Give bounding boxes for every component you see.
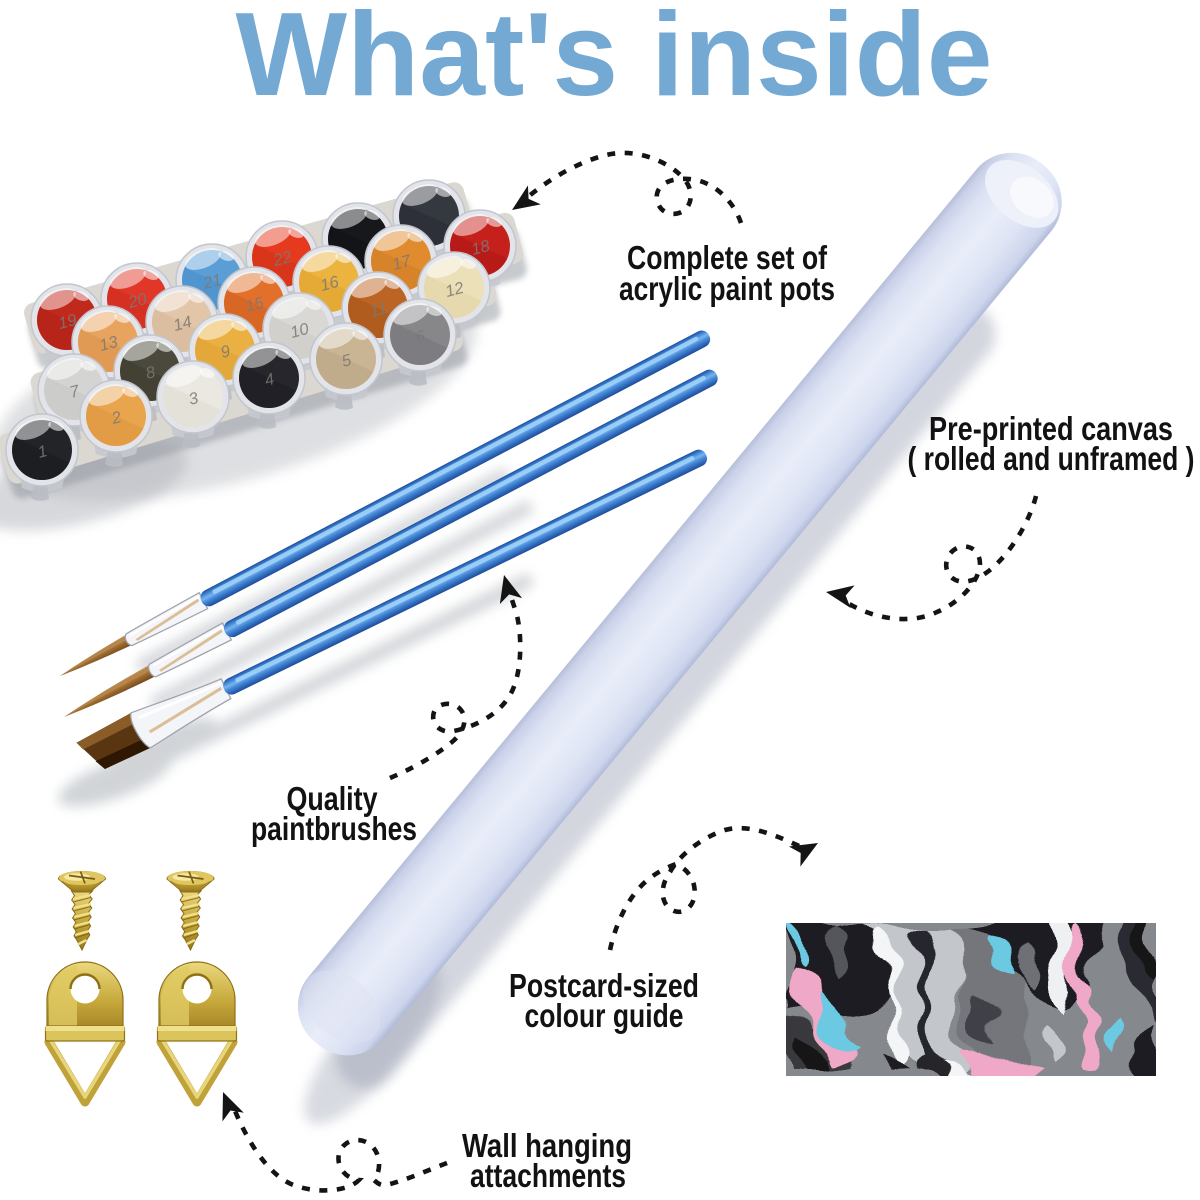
- svg-text:20: 20: [125, 290, 149, 313]
- svg-text:10: 10: [288, 320, 311, 342]
- svg-text:Pre-printed canvas: Pre-printed canvas: [929, 410, 1173, 447]
- svg-text:4: 4: [263, 370, 277, 390]
- svg-text:17: 17: [390, 252, 413, 274]
- svg-text:12: 12: [443, 279, 465, 301]
- svg-text:acrylic paint pots: acrylic paint pots: [619, 270, 835, 307]
- svg-text:1: 1: [36, 442, 50, 462]
- svg-text:15: 15: [243, 294, 266, 316]
- svg-text:22: 22: [270, 248, 293, 270]
- svg-text:18: 18: [469, 237, 492, 259]
- svg-text:2: 2: [109, 408, 123, 428]
- svg-text:14: 14: [171, 313, 193, 335]
- svg-text:What's inside: What's inside: [236, 0, 993, 121]
- svg-text:colour guide: colour guide: [525, 997, 684, 1034]
- svg-text:( rolled and unframed ): ( rolled and unframed ): [908, 440, 1195, 477]
- svg-text:9: 9: [219, 342, 233, 362]
- svg-text:11: 11: [368, 299, 389, 321]
- svg-text:Wall hanging: Wall hanging: [462, 1127, 632, 1164]
- svg-text:attachments: attachments: [470, 1157, 626, 1194]
- svg-text:21: 21: [200, 271, 223, 293]
- svg-text:Quality: Quality: [287, 780, 379, 817]
- svg-text:19: 19: [56, 311, 78, 333]
- svg-text:Complete set of: Complete set of: [627, 239, 828, 276]
- svg-text:paintbrushes: paintbrushes: [251, 810, 417, 847]
- svg-text:13: 13: [97, 333, 120, 355]
- svg-text:Postcard-sized: Postcard-sized: [509, 967, 699, 1004]
- svg-text:16: 16: [318, 273, 341, 295]
